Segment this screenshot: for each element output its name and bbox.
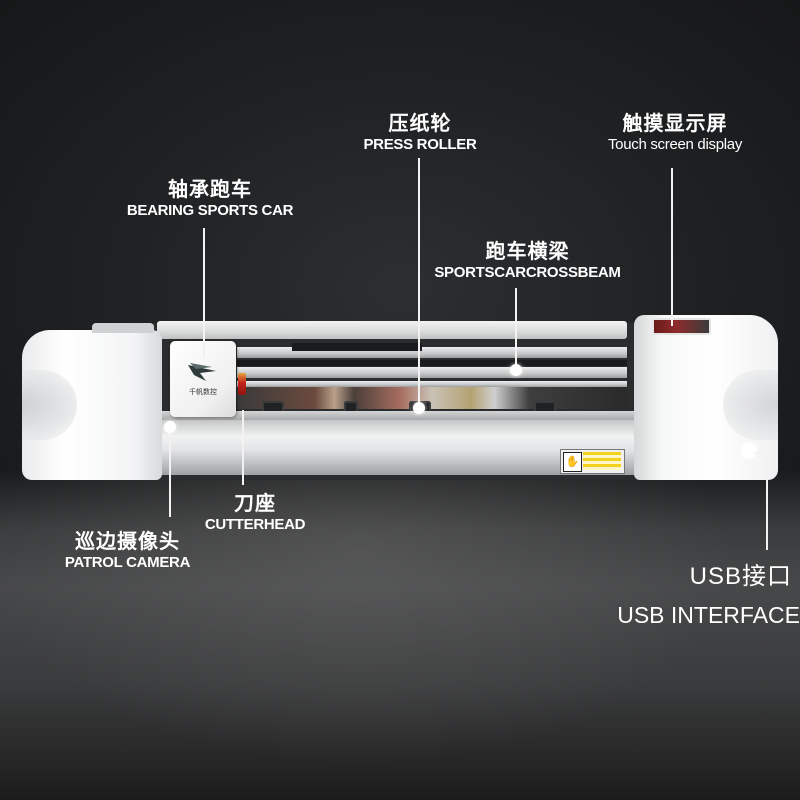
- brand-logo-icon: [188, 363, 216, 381]
- patrol-camera-marker: [164, 421, 176, 433]
- cutterhead-label: 刀座 CUTTERHEAD: [190, 492, 320, 534]
- usb-label-en: USB INTERFACE: [617, 602, 800, 628]
- patrol-camera-label-en: PATROL CAMERA: [64, 554, 191, 571]
- lower-rail: [237, 381, 627, 387]
- hand-warning-icon: ✋: [563, 452, 582, 472]
- upper-rail: [237, 347, 627, 358]
- left-handle-scoop: [22, 370, 77, 440]
- crossbeam-label-en: SPORTSCARCROSSBEAM: [434, 264, 621, 281]
- touch-screen-label-cn: 触摸显示屏: [622, 113, 728, 135]
- crossbeam-marker: [510, 364, 522, 376]
- usb-leader-line-vertical: [766, 452, 768, 550]
- warning-label: ✋: [560, 449, 625, 474]
- left-end-cap: [22, 323, 162, 480]
- rail-slot: [292, 343, 422, 351]
- touch-screen-label-en: Touch screen display: [607, 136, 743, 153]
- patrol-camera-leader-line: [169, 425, 171, 517]
- usb-leader-line-horizontal: [755, 452, 767, 454]
- background-floor: [0, 470, 800, 800]
- press-roller-label-cn: 压纸轮: [388, 113, 452, 135]
- warning-text-block: [583, 452, 621, 470]
- left-top-panel: [92, 323, 154, 333]
- right-handle-scoop: [723, 370, 778, 440]
- cutterhead-blade-holder: [238, 373, 246, 395]
- usb-port-marker: [741, 443, 757, 459]
- bearing-car-label-en: BEARING SPORTS CAR: [126, 202, 294, 219]
- crossbeam-label: 跑车横梁 SPORTSCARCROSSBEAM: [425, 240, 630, 282]
- usb-label: USB接口 USB INTERFACE: [590, 562, 800, 630]
- press-roller-leader-line: [418, 158, 420, 408]
- press-roller-marker: [413, 402, 425, 414]
- bearing-car-leader-line: [203, 228, 205, 358]
- usb-label-cn: USB接口: [689, 563, 792, 590]
- touch-screen-leader-line: [671, 168, 673, 326]
- press-roller-label: 压纸轮 PRESS ROLLER: [350, 112, 490, 154]
- cutting-plotter-machine: 千帆数控 ✋: [22, 315, 778, 480]
- touch-screen-display: [652, 318, 711, 335]
- patrol-camera-label: 巡边摄像头 PATROL CAMERA: [40, 530, 215, 572]
- cutterhead-leader-line: [242, 410, 244, 485]
- touch-screen-label: 触摸显示屏 Touch screen display: [580, 112, 770, 154]
- top-cover-bar: [157, 321, 627, 339]
- front-bar: [147, 420, 642, 475]
- crossbeam-slot: [237, 360, 627, 366]
- bearing-car-label: 轴承跑车 BEARING SPORTS CAR: [115, 178, 305, 220]
- carriage-brand-text: 千帆数控: [189, 389, 217, 396]
- right-end-cap: [634, 315, 778, 480]
- crossbeam-leader-line: [515, 288, 517, 368]
- material-rolls: [237, 387, 627, 409]
- patrol-camera-label-cn: 巡边摄像头: [75, 531, 180, 553]
- press-roller-label-en: PRESS ROLLER: [363, 136, 477, 153]
- platen: [157, 411, 637, 420]
- cutterhead-label-en: CUTTERHEAD: [204, 516, 306, 533]
- crossbeam-rail: [237, 367, 627, 378]
- cutterhead-label-cn: 刀座: [234, 493, 276, 515]
- bearing-car-label-cn: 轴承跑车: [168, 179, 252, 201]
- crossbeam-label-cn: 跑车横梁: [485, 241, 570, 263]
- floor-sheen: [0, 470, 800, 800]
